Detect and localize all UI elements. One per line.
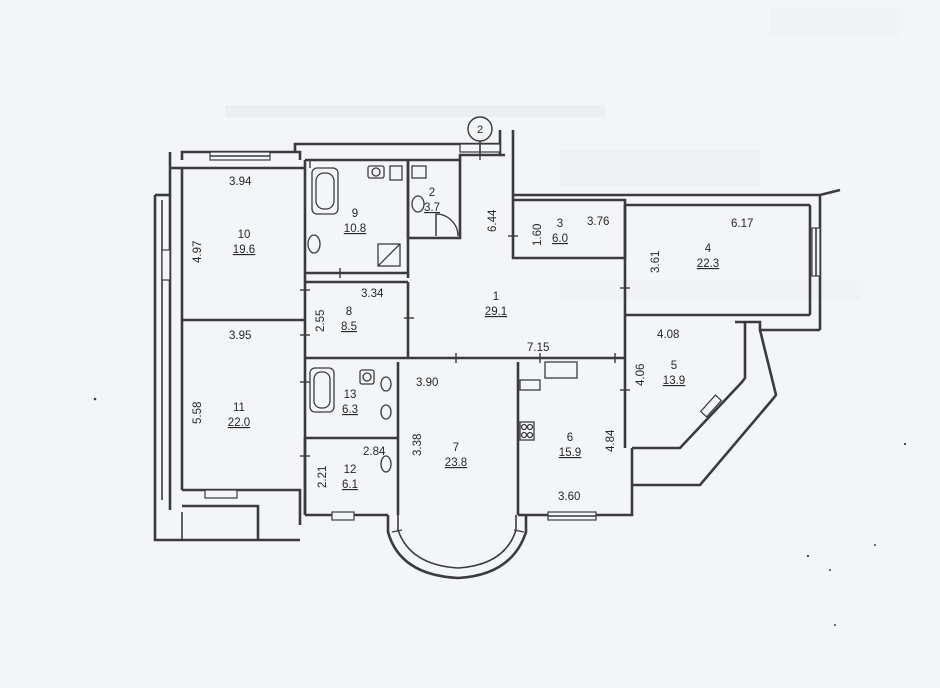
room-area: 22.3 xyxy=(697,258,719,270)
dimension-r7-width: 3.90 xyxy=(416,377,438,389)
dimension-r7-height: 3.38 xyxy=(412,434,424,456)
dimension-r3-width: 3.76 xyxy=(587,216,609,228)
room-label-8: 8 8.5 xyxy=(341,306,357,333)
room-area: 8.5 xyxy=(341,321,357,333)
room-area: 15.9 xyxy=(559,447,581,459)
door-openings xyxy=(300,150,630,457)
room-label-4: 4 22.3 xyxy=(697,243,719,270)
dimension-r6-width: 3.60 xyxy=(558,491,580,503)
dimension-r12-width: 2.84 xyxy=(363,446,386,458)
dimension-r12-height: 2.21 xyxy=(317,466,329,488)
background-ghost-print xyxy=(225,8,900,300)
fixtures xyxy=(307,165,578,473)
room-number: 2 xyxy=(429,187,435,199)
windows xyxy=(161,143,821,521)
room-area: 22.0 xyxy=(228,417,250,429)
room-number: 1 xyxy=(493,291,499,303)
room-label-1: 1 29.1 xyxy=(485,291,507,318)
room-label-6: 6 15.9 xyxy=(559,432,581,459)
axis-marker: 2 xyxy=(467,116,493,152)
room-number: 5 xyxy=(671,360,677,372)
room-area: 6.0 xyxy=(552,233,568,245)
room-label-5: 5 13.9 xyxy=(663,360,685,387)
room-label-11: 11 22.0 xyxy=(228,402,250,429)
room-number: 11 xyxy=(233,402,245,414)
paper-specks xyxy=(93,397,907,626)
dimension-r11-width: 3.95 xyxy=(229,330,251,342)
bay-window xyxy=(386,515,528,580)
room-label-9: 9 10.8 xyxy=(344,208,366,235)
room-number: 4 xyxy=(705,243,712,255)
room-area: 6.3 xyxy=(342,404,358,416)
dimension-r5-width: 4.08 xyxy=(657,329,679,341)
dimension-r10-width: 3.94 xyxy=(229,176,252,188)
room-number: 13 xyxy=(344,389,357,401)
room-label-10: 10 19.6 xyxy=(233,229,255,256)
room-label-12: 12 6.1 xyxy=(342,464,358,491)
room-number: 9 xyxy=(352,208,358,220)
room-number: 12 xyxy=(344,464,357,476)
axis-marker-label: 2 xyxy=(477,124,483,136)
room-area: 6.1 xyxy=(342,479,358,491)
dimension-r8-height: 2.55 xyxy=(315,310,327,332)
outer-walls xyxy=(153,130,841,542)
room-area: 19.6 xyxy=(233,244,255,256)
room-number: 3 xyxy=(557,218,563,230)
room-label-3: 3 6.0 xyxy=(552,218,568,245)
dimension-r1-height: 6.44 xyxy=(487,209,499,232)
room-number: 6 xyxy=(567,432,573,444)
dimension-r5-height: 4.06 xyxy=(635,364,647,386)
room-number: 10 xyxy=(238,229,251,241)
room-number: 8 xyxy=(346,306,352,318)
dimension-r8-width: 3.34 xyxy=(361,288,384,300)
room-area: 10.8 xyxy=(344,223,366,235)
room-number: 7 xyxy=(453,442,459,454)
room-label-7: 7 23.8 xyxy=(445,442,467,469)
dimension-r4-width: 6.17 xyxy=(731,218,753,230)
room-area: 29.1 xyxy=(485,306,507,318)
room-label-2: 2 3.7 xyxy=(424,187,440,214)
dimension-r6-height: 4.84 xyxy=(605,429,617,452)
interior-walls xyxy=(182,160,627,515)
dimension-r11-height: 5.58 xyxy=(192,402,204,424)
dimension-r1-width: 7.15 xyxy=(527,342,549,354)
dimension-r10-height: 4.97 xyxy=(192,241,204,263)
dimension-labels: 3.94 4.97 3.95 5.58 3.34 2.55 6.44 7.15 … xyxy=(192,176,753,503)
room-area: 13.9 xyxy=(663,375,685,387)
room-area: 23.8 xyxy=(445,457,467,469)
room-labels: 1 29.1 2 3.7 3 6.0 4 22.3 5 13.9 6 15.9 … xyxy=(228,187,719,491)
dimension-r3-height: 1.60 xyxy=(532,224,544,246)
dimension-r4-height: 3.61 xyxy=(650,251,662,273)
room-area: 3.7 xyxy=(424,202,440,214)
room-label-13: 13 6.3 xyxy=(342,389,358,416)
